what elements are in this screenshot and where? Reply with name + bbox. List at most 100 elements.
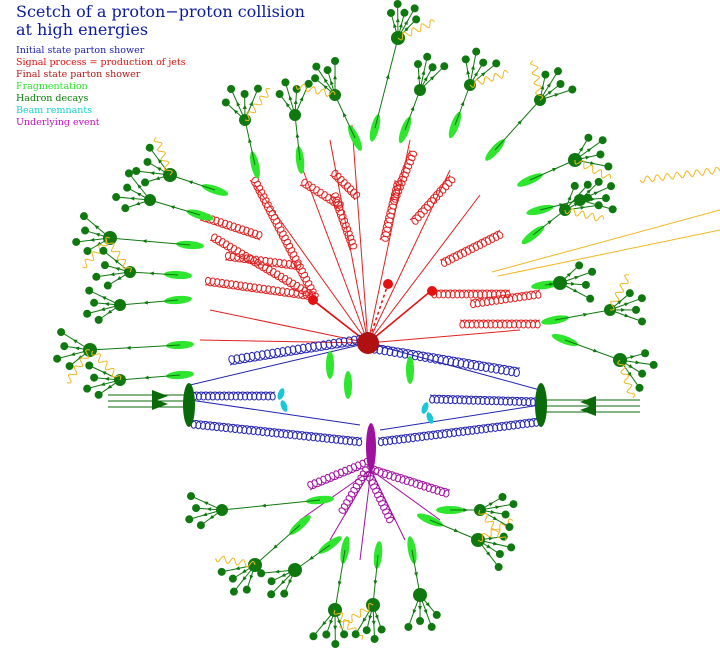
- decay-product: [83, 309, 92, 318]
- final-state-gluon: [299, 178, 344, 211]
- decay-product: [479, 58, 488, 67]
- decay-product: [331, 639, 340, 648]
- decay-arrow: [398, 22, 403, 28]
- fragmentation-cluster: [344, 371, 352, 399]
- decay-product: [99, 246, 108, 255]
- decay-arrow: [495, 505, 501, 510]
- decay-product: [132, 166, 141, 175]
- decay-product: [141, 178, 150, 187]
- decay-arrow: [202, 512, 208, 517]
- decay-arrow: [295, 133, 300, 138]
- decay-product: [280, 589, 289, 598]
- decay-arrow: [453, 528, 459, 533]
- photon-line: [617, 359, 636, 399]
- initial-state-gluon: [228, 333, 368, 366]
- beam-remnant: [426, 412, 434, 424]
- decay-arrow: [574, 194, 579, 200]
- decay-product: [400, 8, 409, 17]
- photon-line: [339, 602, 374, 629]
- underlying-event-gluon: [364, 469, 396, 524]
- decay-arrow: [540, 84, 545, 90]
- decay-arrow: [583, 312, 588, 317]
- hadron-line: [494, 99, 541, 151]
- decay-arrow: [573, 202, 579, 207]
- decay-product: [240, 90, 249, 99]
- decay-arrow: [412, 609, 417, 615]
- decay-arrow: [206, 507, 212, 512]
- decay-arrow: [323, 77, 328, 83]
- decay-product: [625, 289, 634, 298]
- decay-arrow: [573, 288, 579, 293]
- signal-vertex: [308, 295, 318, 305]
- decay-product: [638, 369, 647, 378]
- decay-product: [575, 261, 584, 270]
- beam-arrow: [580, 396, 596, 408]
- decay-arrow: [235, 566, 240, 571]
- decay-product: [267, 577, 276, 586]
- decay-arrow: [590, 161, 596, 165]
- decay-product: [505, 523, 514, 531]
- decay-arrow: [463, 508, 468, 512]
- decay-product: [217, 567, 226, 576]
- title-line-2: at high energies: [16, 20, 149, 39]
- decay-product: [637, 294, 646, 303]
- decay-arrow: [630, 355, 636, 360]
- decay-arrow: [101, 296, 107, 301]
- decay-product: [556, 79, 565, 88]
- decay-product: [440, 62, 449, 71]
- decay-arrow: [421, 70, 426, 75]
- decay-arrow: [77, 355, 83, 360]
- decay-arrow: [293, 99, 298, 105]
- photon-line: [610, 274, 629, 311]
- initial-state-gluon: [191, 391, 276, 401]
- photon-line: [66, 349, 91, 384]
- decay-arrow: [101, 371, 107, 376]
- decay-arrow: [241, 569, 247, 574]
- decay-arrow: [280, 579, 286, 585]
- photon-line: [491, 209, 720, 273]
- decay-arrow: [242, 576, 247, 581]
- hadron-line: [129, 271, 179, 276]
- hadron-line: [244, 119, 256, 166]
- decay-product: [362, 626, 371, 635]
- decay-arrow: [490, 509, 496, 514]
- decay-arrow: [309, 555, 314, 560]
- decay-product: [123, 183, 132, 192]
- decay-arrow: [155, 176, 161, 181]
- underlying-event-vertex: [366, 423, 376, 471]
- final-state-line: [367, 169, 451, 344]
- decay-arrow: [323, 84, 328, 90]
- decay-product: [641, 349, 650, 358]
- decay-product: [386, 8, 395, 17]
- decay-arrow: [104, 377, 110, 381]
- decay-arrow: [486, 544, 492, 549]
- decay-product: [608, 205, 617, 214]
- decay-arrow: [333, 74, 337, 80]
- decay-arrow: [109, 272, 115, 277]
- decay-product: [185, 515, 194, 524]
- decay-product: [85, 361, 94, 370]
- legend-hadron-decays: Hadron decays: [16, 93, 89, 104]
- decay-product: [94, 390, 103, 399]
- hadron-line: [169, 174, 216, 191]
- decay-arrow: [107, 384, 113, 389]
- decay-product: [311, 74, 320, 83]
- decay-product: [275, 90, 284, 99]
- decay-product: [112, 193, 121, 202]
- decay-arrow: [233, 109, 239, 115]
- decay-arrow: [329, 619, 334, 625]
- decay-product: [586, 294, 595, 303]
- beam-remnant: [421, 402, 429, 414]
- diagram-title: Scetch of a proton−proton collision at h…: [16, 3, 305, 39]
- decay-arrow: [142, 239, 147, 244]
- decay-arrow: [404, 26, 409, 32]
- decay-product: [309, 632, 318, 641]
- decay-product: [85, 286, 94, 295]
- hadron-line: [334, 549, 346, 611]
- decay-arrow: [285, 102, 291, 108]
- decay-product: [501, 510, 510, 519]
- decay-arrow: [466, 69, 471, 75]
- decay-arrow: [170, 205, 175, 210]
- photon-line: [82, 236, 111, 269]
- legend: Initial state parton shower Signal proce…: [16, 45, 186, 129]
